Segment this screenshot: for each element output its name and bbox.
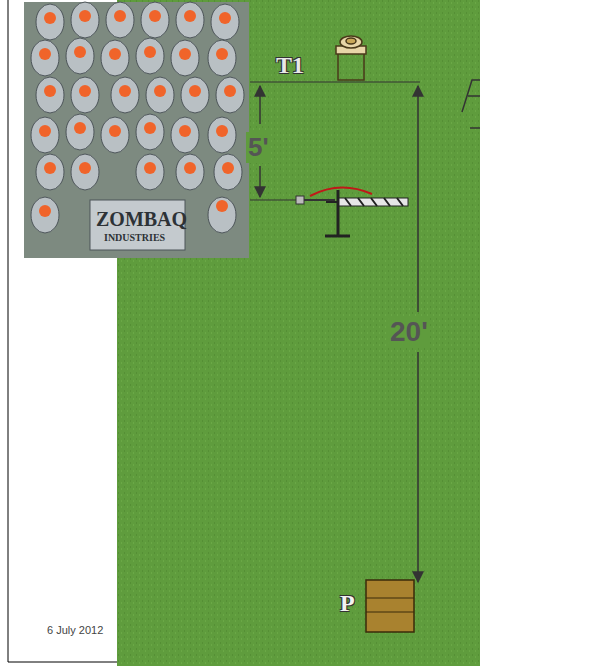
target-label: T1 [276, 52, 304, 79]
date-note: 6 July 2012 [47, 624, 103, 636]
brand-text: ZOMBAQ [96, 208, 187, 231]
position-label: P [340, 590, 355, 617]
dimension-label: 20' [388, 316, 430, 348]
brand-text: INDUSTRIES [104, 232, 165, 243]
dimension-label: 5' [246, 132, 271, 163]
